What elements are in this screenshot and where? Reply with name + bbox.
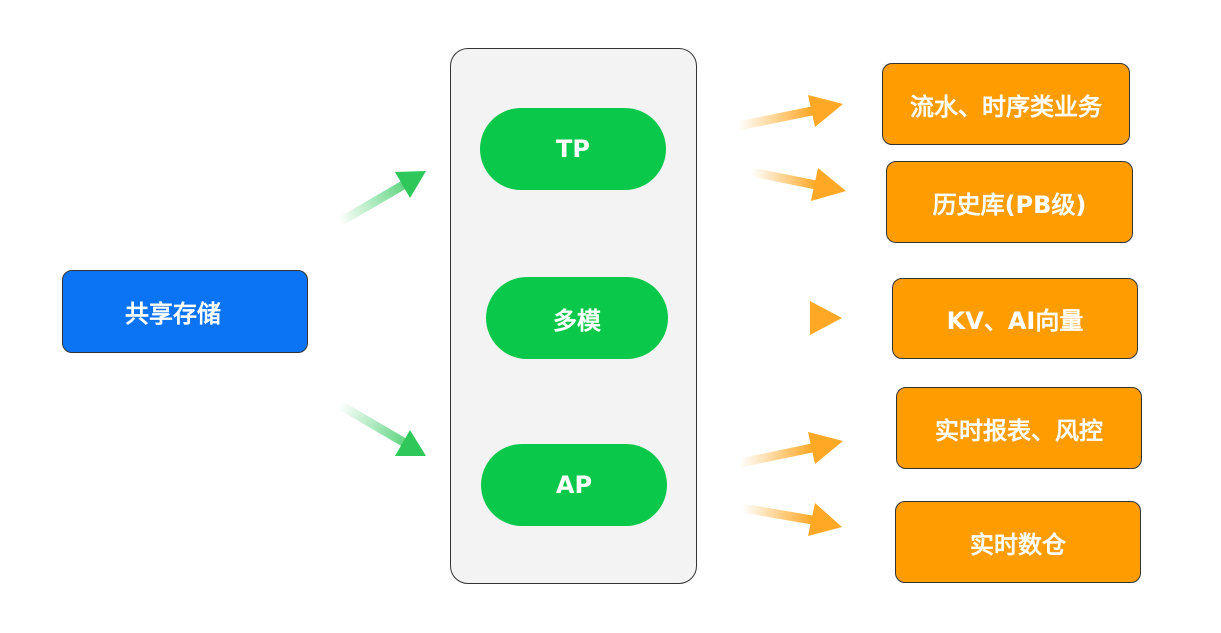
workload-label-4: 实时报表、风控 bbox=[935, 416, 1103, 445]
engine-ap-label: AP bbox=[555, 471, 593, 499]
workload-label-1: 流水、时序类业务 bbox=[910, 92, 1102, 121]
engine-tp-label: TP bbox=[556, 135, 590, 163]
workload-box-1: 流水、时序类业务 bbox=[882, 63, 1130, 145]
arrow-to-workload-4 bbox=[735, 432, 843, 468]
workload-box-5: 实时数仓 bbox=[895, 501, 1141, 583]
arrow-source-to-ap bbox=[335, 400, 426, 456]
workload-label-2: 历史库(PB级) bbox=[932, 190, 1087, 219]
arrow-to-workload-2 bbox=[747, 167, 846, 201]
engine-multimodel-label: 多模 bbox=[553, 306, 601, 335]
shared-storage-label: 共享存储 bbox=[125, 300, 221, 328]
workload-label-3: KV、AI向量 bbox=[946, 307, 1084, 335]
arrow-source-to-tp bbox=[335, 171, 426, 227]
shared-storage-box: 共享存储 bbox=[62, 270, 308, 353]
arrow-to-workload-5 bbox=[737, 503, 842, 536]
workload-box-2: 历史库(PB级) bbox=[886, 161, 1133, 243]
arrow-to-workload-1 bbox=[733, 95, 843, 131]
arrow-to-workload-3 bbox=[733, 301, 842, 335]
workload-box-3: KV、AI向量 bbox=[892, 278, 1138, 359]
engine-multimodel: 多模 bbox=[486, 277, 668, 359]
engine-ap: AP bbox=[481, 444, 667, 526]
workload-label-5: 实时数仓 bbox=[970, 530, 1066, 559]
engine-tp: TP bbox=[480, 108, 666, 190]
workload-box-4: 实时报表、风控 bbox=[896, 387, 1142, 469]
